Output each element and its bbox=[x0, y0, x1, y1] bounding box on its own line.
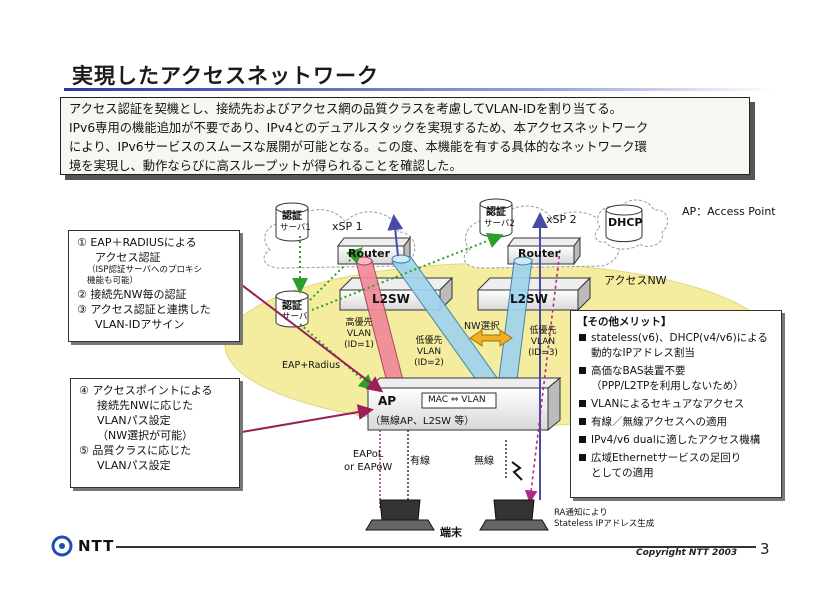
eapol-label: EAPoL or EAPoW bbox=[344, 448, 392, 474]
auth-features-box: ① EAP＋RADIUSによる アクセス認証 （ISP認証サーバへのプロキシ 機… bbox=[68, 230, 240, 342]
nw-select-path bbox=[241, 404, 374, 433]
auth-server-1-icon bbox=[275, 202, 309, 242]
low-vlan-2-label: 低優先 VLAN (ID=3) bbox=[526, 326, 560, 359]
feature-note: （ISP認証サーバへのプロキシ bbox=[87, 265, 202, 275]
footer-rule bbox=[116, 546, 756, 548]
feature-item: ① EAP＋RADIUSによる bbox=[77, 236, 197, 249]
ap-features-box: ④ アクセスポイントによる 接続先NWに応じた VLANパス設定 （NW選択が可… bbox=[70, 378, 240, 488]
xsp1-label: xSP 1 bbox=[332, 220, 363, 233]
auth-server-2-label-b: サーバ2 bbox=[484, 219, 515, 229]
auth-path bbox=[299, 323, 375, 391]
low-vlan-2-label-b: VLAN bbox=[530, 337, 556, 347]
merit-item: 有線／無線アクセスへの適用 bbox=[577, 415, 775, 429]
merit-item: 高価なBAS装置不要 bbox=[577, 364, 775, 378]
ap-subtitle: （無線AP、L2SW 等） bbox=[370, 416, 475, 427]
l2sw2-label: L2SW bbox=[510, 292, 548, 306]
merit-item: stateless(v6)、DHCP(v4/v6)による bbox=[577, 331, 775, 345]
ra-note: RA通知により Stateless IPアドレス生成 bbox=[554, 508, 654, 530]
feature-item: ③ アクセス認証と連携した bbox=[77, 303, 211, 316]
terminal-label: 端末 bbox=[440, 526, 462, 539]
merits-header: 【その他メリット】 bbox=[577, 316, 672, 328]
merit-item: IPv4/v6 dualに適したアクセス機構 bbox=[577, 433, 775, 447]
feature-item: （NW選択が可能） bbox=[97, 429, 194, 442]
eapol-label-b: or EAPoW bbox=[344, 462, 393, 473]
eap-radius-path bbox=[221, 269, 384, 393]
ra-note-a: RA通知により bbox=[554, 508, 608, 518]
auth-server-1-label-b: サーバ1 bbox=[280, 223, 311, 233]
ntt-logo-text: NTT bbox=[78, 537, 115, 555]
low-vlan-1-label-b: VLAN bbox=[416, 347, 442, 357]
other-merits-box: 【その他メリット】 stateless(v6)、DHCP(v4/v6)による 動… bbox=[570, 310, 782, 498]
summary-line: IPv6専用の機能追加が不要であり、IPv4とのデュアルスタックを実現するため、… bbox=[69, 121, 649, 135]
dhcp-label: DHCP bbox=[608, 216, 643, 229]
merit-item: 広域Ethernetサービスの足回り bbox=[577, 451, 775, 465]
merit-item: VLANによるセキュアなアクセス bbox=[577, 397, 775, 411]
local-auth-server-icon bbox=[275, 290, 309, 328]
eapol-label-a: EAPoL bbox=[352, 449, 384, 460]
low-vlan-1-label: 低優先 VLAN (ID=2) bbox=[412, 336, 446, 369]
l2sw1-label: L2SW bbox=[372, 292, 410, 306]
page-number: 3 bbox=[760, 540, 770, 558]
dhcp-server-icon bbox=[605, 204, 643, 243]
router2-label: Router bbox=[518, 247, 561, 260]
feature-item: ④ アクセスポイントによる bbox=[79, 384, 213, 397]
ra-note-b: Stateless IPアドレス生成 bbox=[554, 519, 655, 529]
feature-item: VLANパス設定 bbox=[97, 414, 171, 427]
feature-item: ② 接続先NW毎の認証 bbox=[77, 288, 187, 301]
access-nw-label: アクセスNW bbox=[604, 274, 667, 287]
high-vlan-label-b: VLAN bbox=[346, 329, 372, 339]
access-point-icon bbox=[366, 376, 562, 432]
low-vlan-1-label-a: 低優先 bbox=[415, 336, 443, 346]
ap-legend-note: AP：Access Point bbox=[682, 205, 776, 218]
router1-label: Router bbox=[348, 247, 391, 260]
feature-note: 機能も可能） bbox=[87, 276, 139, 286]
high-vlan-label: 高優先 VLAN (ID=1) bbox=[342, 318, 376, 351]
ntt-logo-icon bbox=[51, 535, 73, 557]
summary-line: 境を実現し、動作ならびに高スループットが得られることを確認した。 bbox=[69, 159, 462, 173]
auth-server-2-label-a: 認証 bbox=[486, 207, 506, 218]
xsp2-label: xSP 2 bbox=[546, 213, 577, 226]
low-vlan-2-label-a: 低優先 bbox=[529, 326, 557, 336]
wireless-label: 無線 bbox=[474, 456, 494, 467]
high-vlan-label-a: 高優先 bbox=[345, 318, 373, 328]
local-auth-label-b: サーバ bbox=[282, 312, 308, 322]
wireless-signal-icon bbox=[511, 461, 523, 481]
auth-server-1-label-a: 認証 bbox=[282, 211, 302, 222]
summary-line: により、IPv6サービスのスムースな展開が可能となる。この度、本機能を有する具体… bbox=[69, 140, 647, 154]
feature-item: 接続先NWに応じた bbox=[97, 399, 194, 412]
nw-selection-arrow bbox=[469, 329, 513, 347]
nw-select-label: NW選択 bbox=[464, 321, 500, 332]
feature-item: VLAN-IDアサイン bbox=[95, 318, 185, 331]
terminal-laptop-wireless bbox=[479, 499, 549, 531]
auth-path bbox=[309, 247, 363, 301]
high-vlan-label-c: (ID=1) bbox=[344, 340, 374, 350]
auth-path bbox=[311, 232, 504, 311]
terminal-laptop-wired bbox=[365, 499, 435, 531]
merit-item-cont: 動的なIPアドレス割当 bbox=[591, 347, 695, 359]
summary-box: アクセス認証を契機とし、接続先およびアクセス網の品質クラスを考慮してVLAN-I… bbox=[60, 97, 750, 175]
local-auth-label-a: 認証 bbox=[282, 301, 302, 312]
copyright: Copyright NTT 2003 bbox=[636, 548, 738, 558]
uplink-arrow bbox=[387, 214, 404, 257]
wired-label: 有線 bbox=[410, 456, 430, 467]
feature-item: ⑤ 品質クラスに応じた bbox=[79, 444, 192, 457]
merit-item-cont: （PPP/L2TPを利用しないため） bbox=[591, 380, 744, 392]
title-underline bbox=[64, 88, 774, 91]
mac-vlan-label: MAC ⇔ VLAN bbox=[428, 395, 486, 405]
low-vlan-2-label-c: (ID=3) bbox=[528, 348, 558, 358]
summary-line: アクセス認証を契機とし、接続先およびアクセス網の品質クラスを考慮してVLAN-I… bbox=[69, 102, 623, 116]
feature-item: アクセス認証 bbox=[95, 251, 161, 264]
ap-title: AP bbox=[378, 394, 397, 408]
low-vlan-1-label-c: (ID=2) bbox=[414, 358, 444, 368]
eap-radius-label: EAP+Radius bbox=[282, 360, 341, 371]
merit-item-cont: としての適用 bbox=[591, 467, 654, 479]
page-title: 実現したアクセスネットワーク bbox=[72, 64, 379, 88]
feature-item: VLANパス設定 bbox=[97, 459, 171, 472]
